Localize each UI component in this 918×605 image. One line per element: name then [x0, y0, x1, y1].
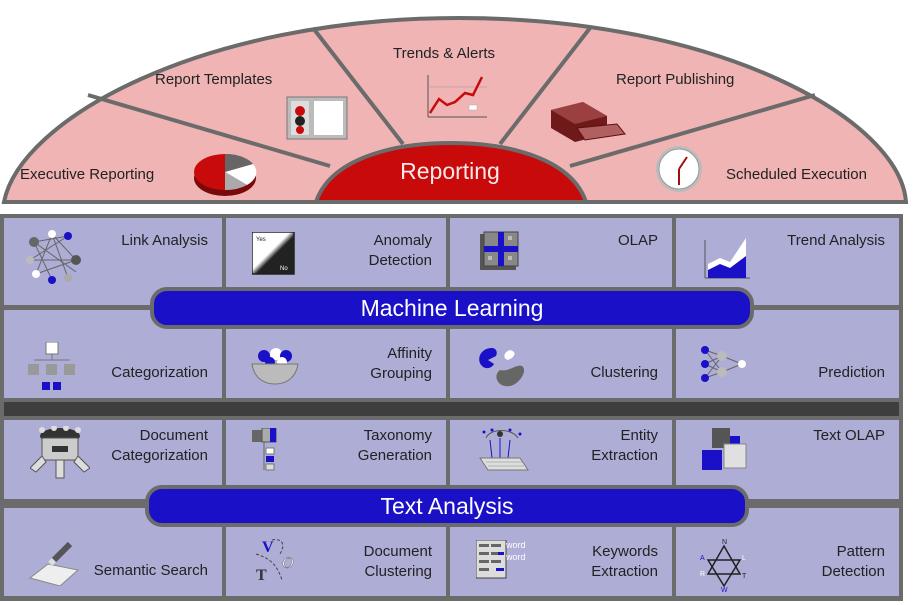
bowl-of-balls-icon	[251, 348, 299, 385]
cell-label: OLAP	[617, 232, 658, 249]
clock-icon	[656, 146, 702, 192]
cell-label: Entity Extraction	[591, 426, 658, 466]
segment-executive-reporting: Executive Reporting	[20, 166, 155, 183]
cell-label: Trend Analysis	[787, 232, 885, 249]
report-template-icon	[286, 96, 348, 140]
segment-report-publishing: Report Publishing	[616, 71, 735, 88]
svg-text:O: O	[282, 555, 294, 572]
svg-text:N: N	[722, 539, 727, 546]
svg-text:L: L	[742, 555, 746, 562]
cell-label: Prediction	[818, 364, 885, 381]
clusters-icon	[479, 348, 525, 387]
cell-trend-analysis: Trend Analysis	[676, 218, 899, 306]
svg-text:T: T	[742, 573, 747, 580]
keyword-document-icon: word word	[476, 540, 526, 579]
cell-label: Categorization	[111, 364, 208, 381]
cell-label-line1: Taxonomy	[363, 427, 432, 444]
dome-divider	[569, 93, 816, 168]
olap-cube-icon	[480, 231, 519, 270]
section-divider	[4, 402, 899, 416]
cell-label: Document Clustering	[364, 542, 432, 582]
cell-label: Pattern Detection	[822, 542, 885, 582]
neural-network-icon	[701, 346, 746, 382]
cell-label: Clustering	[590, 364, 658, 381]
hierarchy-tree-icon	[28, 342, 75, 390]
dome-divider	[498, 26, 592, 146]
cell-label-line2: Clustering	[364, 563, 432, 580]
printer-icon	[551, 102, 626, 142]
icon-text-yes: Yes	[256, 237, 266, 243]
reporting-hub	[313, 140, 589, 204]
trend-alert-chart-icon	[427, 75, 487, 118]
keyboard-extraction-icon	[479, 428, 529, 471]
cell-label-line2: Extraction	[591, 447, 658, 464]
icon-text-no: No	[280, 266, 288, 272]
svg-text:R: R	[700, 571, 705, 578]
svg-text:A: A	[700, 555, 705, 562]
cell-label-line1: Keywords	[592, 543, 658, 560]
analysis-grid: Link Analysis Yes No Anomaly Detection O…	[0, 214, 903, 601]
cell-label-line2: Extraction	[591, 563, 658, 580]
letter-clusters-icon: V T O	[255, 539, 294, 584]
machine-learning-banner: Machine Learning	[150, 287, 754, 329]
text-olap-cubes-icon	[702, 428, 747, 470]
cell-label-line2: Generation	[357, 447, 432, 464]
svg-text:V: V	[262, 539, 274, 556]
cell-label-line1: Document	[363, 543, 432, 560]
network-graph-icon	[26, 230, 81, 284]
reporting-dome	[1, 15, 909, 204]
cell-label-line2: Grouping	[370, 365, 432, 382]
svg-text:word: word	[505, 540, 526, 550]
cell-label: Taxonomy Generation	[358, 426, 432, 466]
area-chart-icon	[704, 238, 750, 279]
cell-label: Link Analysis	[121, 232, 208, 249]
sorting-machine-icon	[30, 426, 90, 479]
segment-scheduled-execution: Scheduled Execution	[726, 166, 867, 183]
cell-label-line2: Detection	[368, 252, 432, 269]
cell-label: Affinity Grouping	[370, 344, 432, 384]
cell-label-line1: Pattern	[836, 543, 885, 560]
reporting-hub-label: Reporting	[400, 158, 500, 184]
text-analysis-banner: Text Analysis	[145, 485, 749, 527]
cell-label-line1: Anomaly	[373, 232, 432, 249]
yes-no-gradient-icon: Yes No	[252, 232, 295, 275]
cell-label: Keywords Extraction	[591, 542, 658, 582]
cell-semantic-search: Semantic Search	[4, 508, 222, 596]
cell-label: Text OLAP	[813, 427, 885, 444]
cell-label-line1: Affinity	[387, 345, 432, 362]
dome-divider	[311, 26, 405, 146]
pie-chart-icon	[194, 153, 257, 196]
flashlight-search-icon	[28, 542, 80, 586]
svg-text:W: W	[721, 587, 728, 592]
cell-link-analysis: Link Analysis	[4, 218, 222, 306]
taxonomy-icon	[252, 428, 277, 471]
cell-label-line2: Categorization	[111, 447, 208, 464]
cell-label-line2: Detection	[821, 563, 885, 580]
cell-label-line1: Entity	[620, 427, 658, 444]
segment-trends-alerts: Trends & Alerts	[393, 45, 495, 62]
cell-label: Anomaly Detection	[369, 231, 432, 271]
cell-label-line1: Document	[139, 427, 208, 444]
dome-divider	[87, 93, 331, 168]
letter-pattern-icon: N A L R T W	[700, 539, 747, 592]
svg-text:T: T	[256, 567, 267, 584]
cell-label: Semantic Search	[93, 562, 208, 579]
cell-label: Document Categorization	[111, 426, 208, 466]
segment-report-templates: Report Templates	[155, 71, 273, 88]
svg-text:word: word	[505, 552, 526, 562]
